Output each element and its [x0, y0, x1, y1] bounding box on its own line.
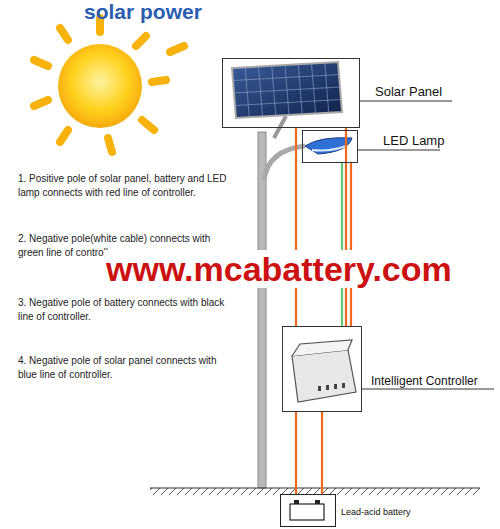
component-box: Solar Panel	[222, 58, 360, 128]
component-box: Intelligent Controller	[282, 326, 362, 412]
solar-panel-picture	[232, 62, 342, 138]
sun	[34, 18, 184, 152]
component-label: Lead-acid battery	[341, 507, 411, 517]
controller-device	[292, 340, 356, 402]
leader-lines	[358, 101, 494, 389]
component-box: Lead-acid battery	[280, 494, 336, 527]
battery-symbol	[290, 500, 324, 520]
instruction-note: 1. Positive pole of solar panel, battery…	[18, 172, 230, 200]
component-label: Solar Panel	[375, 84, 442, 99]
lamp-pole	[258, 132, 305, 488]
diagram-title: solar power	[84, 0, 202, 24]
wire-pair	[342, 163, 351, 326]
component-label: LED Lamp	[383, 133, 444, 148]
instruction-note: 4. Negative pole of solar panel connects…	[18, 354, 230, 382]
component-box: LED Lamp	[302, 130, 358, 163]
wire-pair	[296, 412, 322, 494]
watermark: www.mcabattery.com	[104, 250, 454, 288]
instruction-note: 3. Negative pole of battery connects wit…	[18, 296, 230, 324]
wire-pair	[296, 128, 346, 326]
component-label: Intelligent Controller	[371, 374, 478, 388]
